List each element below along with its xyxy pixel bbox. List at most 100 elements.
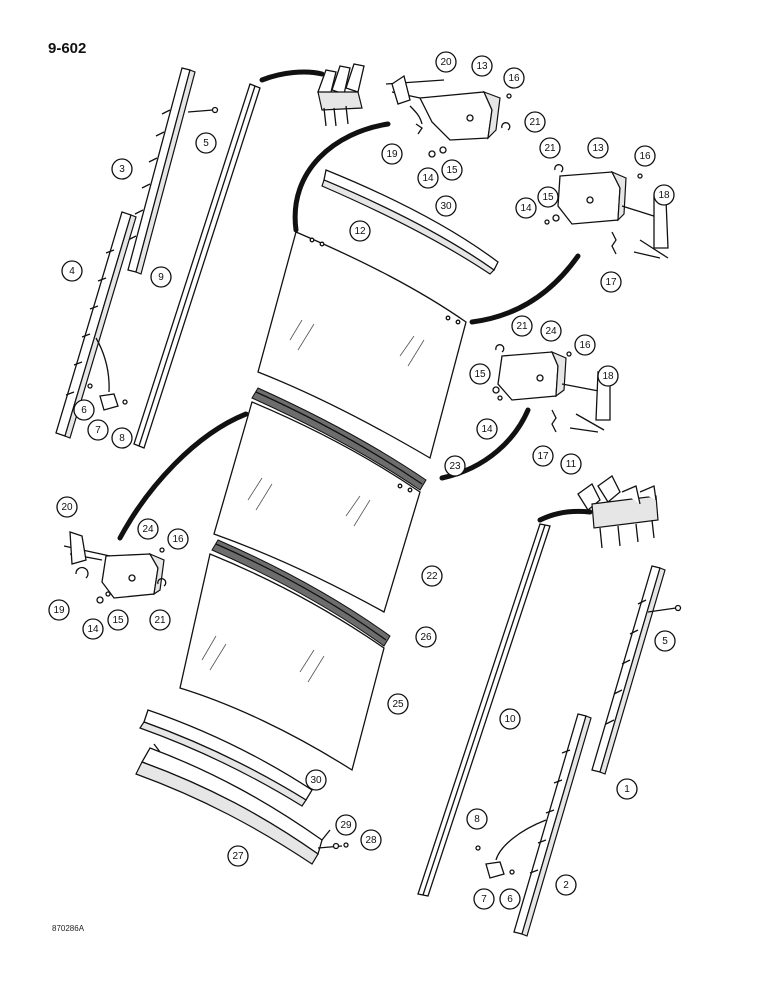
hinge-left-middle [63, 531, 167, 604]
callout-number: 11 [566, 459, 577, 470]
callout-number: 17 [537, 451, 549, 462]
callout-number: 15 [446, 165, 458, 176]
screw-left [187, 106, 219, 114]
page-number: 9-602 [48, 40, 87, 57]
callout-number: 22 [426, 571, 438, 582]
callout-circle [305, 769, 327, 791]
callout-15: 15 [537, 186, 559, 208]
callout-circle [597, 365, 619, 387]
callout-24: 24 [540, 320, 562, 342]
callout-6: 6 [499, 888, 521, 910]
callout-circle [360, 829, 382, 851]
callout-circle [227, 845, 249, 867]
leader-clip-left [95, 337, 110, 393]
figure-code: 870286A [52, 924, 85, 933]
callout-29: 29 [335, 814, 357, 836]
left-upper-rail [127, 67, 196, 275]
leader-seal-9 [259, 69, 325, 83]
callout-circle [555, 874, 577, 896]
callout-circle [654, 630, 676, 652]
callout-circle [466, 808, 488, 830]
callout-circle [471, 55, 493, 77]
callout-16: 16 [634, 145, 656, 167]
callout-circle [524, 111, 546, 133]
callout-circle [82, 618, 104, 640]
right-upper-rail [591, 565, 666, 775]
callout-circle [616, 778, 638, 800]
callout-number: 24 [142, 524, 154, 535]
callout-number: 9 [158, 272, 164, 283]
callout-16: 16 [167, 528, 189, 550]
callout-24: 24 [137, 518, 159, 540]
callout-circle [415, 626, 437, 648]
callout-number: 14 [87, 624, 99, 635]
callout-circle [381, 143, 403, 165]
callout-number: 17 [605, 277, 617, 288]
leader-clip-right [495, 819, 547, 861]
callout-circle [499, 708, 521, 730]
callout-number: 26 [420, 632, 432, 643]
hinge-top [385, 74, 512, 158]
callout-number: 5 [662, 636, 668, 647]
bottom-channel [135, 743, 349, 865]
callout-number: 20 [440, 57, 452, 68]
seal-strip-23 [251, 387, 427, 491]
callout-number: 6 [507, 894, 513, 905]
callout-circle [532, 445, 554, 467]
callout-circle [634, 145, 656, 167]
callout-15: 15 [107, 609, 129, 631]
callout-number: 7 [481, 894, 487, 905]
callout-number: 16 [579, 340, 591, 351]
callout-number: 23 [449, 461, 461, 472]
callout-21: 21 [524, 111, 546, 133]
filler-strip-top [321, 169, 499, 275]
callout-number: 21 [544, 143, 556, 154]
callout-circle [515, 197, 537, 219]
glass-panel-upper [257, 231, 467, 459]
callout-15: 15 [441, 159, 463, 181]
callout-circle [435, 51, 457, 73]
callout-number: 8 [119, 433, 125, 444]
callout-circle [195, 132, 217, 154]
callout-circle [349, 220, 371, 242]
callout-14: 14 [515, 197, 537, 219]
callout-20: 20 [435, 51, 457, 73]
callout-22: 22 [421, 565, 443, 587]
callout-number: 15 [474, 369, 486, 380]
callout-circle [87, 419, 109, 441]
filler-strip-bottom [139, 709, 313, 807]
callout-number: 13 [592, 143, 604, 154]
callout-number: 21 [154, 615, 166, 626]
glass-panel-middle [213, 401, 421, 613]
leader-glass-middle [117, 411, 249, 541]
callout-8: 8 [466, 808, 488, 830]
callout-circle [503, 67, 525, 89]
callout-circle [653, 184, 675, 206]
clip-right [475, 845, 515, 879]
callout-number: 30 [440, 201, 452, 212]
callout-25: 25 [387, 693, 409, 715]
callout-19: 19 [48, 599, 70, 621]
callout-4: 4 [61, 260, 83, 282]
callout-7: 7 [473, 888, 495, 910]
callout-21: 21 [511, 315, 533, 337]
callout-14: 14 [82, 618, 104, 640]
callout-number: 12 [354, 226, 366, 237]
right-long-seal [417, 523, 551, 897]
callout-circle [537, 186, 559, 208]
seal-strip-26 [211, 539, 391, 647]
seal-profile-right [577, 475, 659, 549]
callout-circle [560, 453, 582, 475]
callout-number: 19 [386, 149, 398, 160]
callout-13: 13 [471, 55, 493, 77]
callout-21: 21 [149, 609, 171, 631]
leader-hinge-top [292, 121, 391, 233]
callout-5: 5 [654, 630, 676, 652]
callout-number: 7 [95, 425, 101, 436]
callout-circle [421, 565, 443, 587]
callout-9: 9 [150, 266, 172, 288]
glass-panel-lower [179, 553, 385, 772]
callout-circle [150, 266, 172, 288]
